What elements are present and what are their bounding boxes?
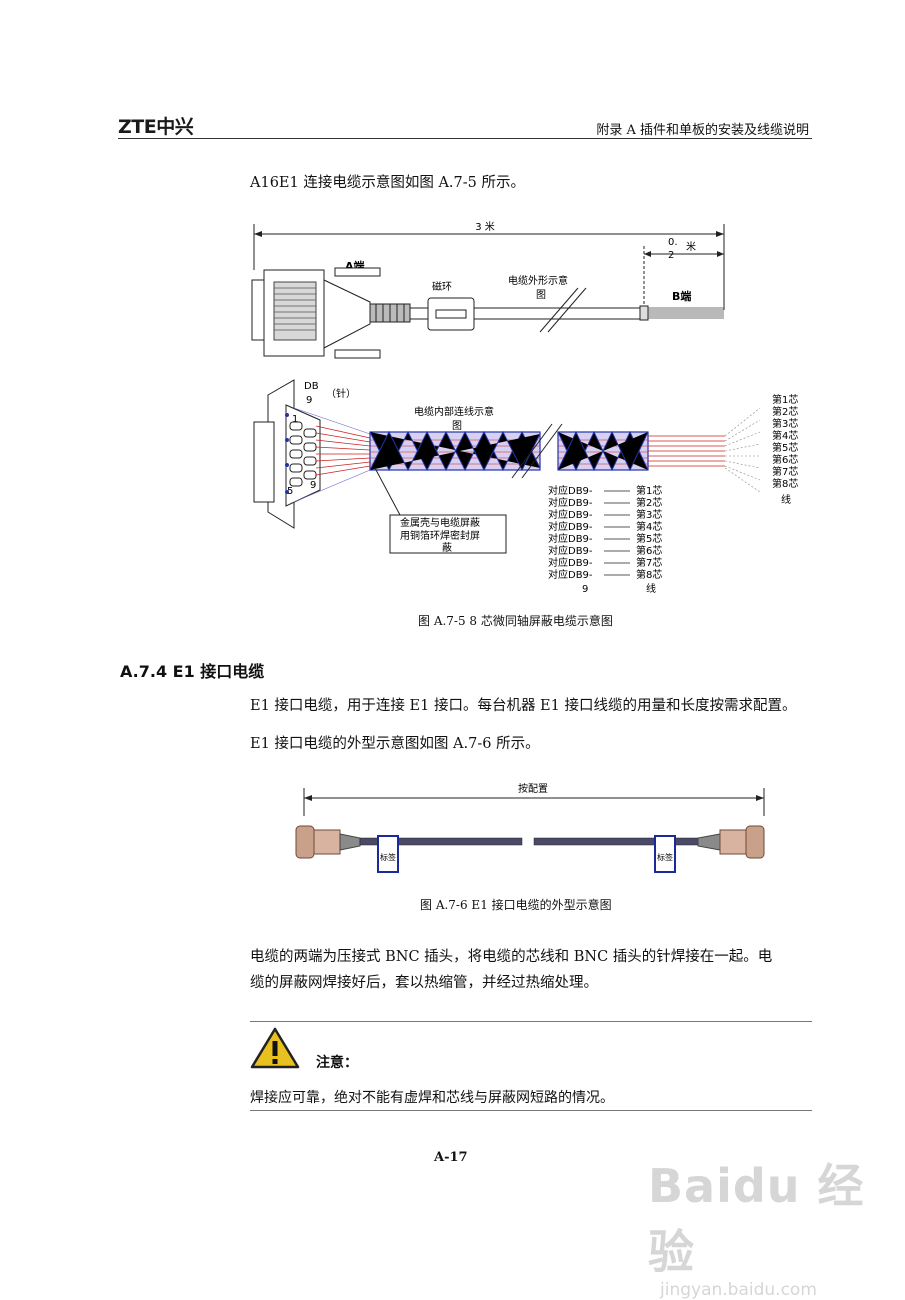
db9-label-a: DB <box>304 381 319 392</box>
cable-shape-label: 电缆外形示意 <box>508 274 568 287</box>
map-right: 第3芯 <box>636 508 662 521</box>
shell-note: 用铜箔环焊密封屏 <box>400 529 480 542</box>
note-label: 注意： <box>316 1055 358 1071</box>
core-label: 第1芯 <box>772 393 798 406</box>
para3-line1: 电缆的两端为压接式 BNC 插头，将电缆的芯线和 BNC 插头的针焊接在一起。电 <box>250 949 773 965</box>
para1: E1 接口电缆，用于连接 E1 接口。每台机器 E1 接口线缆的用量和长度按需求… <box>250 698 797 714</box>
length-tail-a: 0. <box>668 237 678 248</box>
tag-right: 标签 <box>657 852 673 862</box>
tag-left: 标签 <box>380 852 396 862</box>
map-right: 第1芯 <box>636 484 662 497</box>
db9-label-b: 9 <box>306 395 312 406</box>
map-right: 第8芯 <box>636 568 662 581</box>
figure-e1-cable: 按配置 标签 标签 <box>295 782 765 873</box>
map-left: 对应DB9- <box>548 496 593 509</box>
core-label: 第6芯 <box>772 453 798 466</box>
para2: E1 接口电缆的外型示意图如图 A.7-6 所示。 <box>250 736 540 752</box>
map-left: 对应DB9- <box>548 532 593 545</box>
core-label-tail: 线 <box>781 493 791 506</box>
map-left: 对应DB9- <box>548 544 593 557</box>
header-rule <box>118 138 812 139</box>
section-heading: A.7.4 E1 接口电缆 <box>120 662 265 681</box>
map-left: 对应DB9- <box>548 568 593 581</box>
watermark-url: jingyan.baidu.com <box>660 1280 817 1300</box>
core-label: 第5芯 <box>772 441 798 454</box>
length-tail-c: 2 <box>668 250 674 261</box>
watermark-brand: Baidu 经验 <box>648 1159 865 1279</box>
internal-label-a: 电缆内部连线示意 <box>414 405 494 418</box>
intro-text: A16E1 连接电缆示意图如图 A.7-5 所示。 <box>250 175 525 191</box>
core-label: 第4芯 <box>772 429 798 442</box>
para3-line2: 缆的屏蔽网焊接好后，套以热缩管，并经过热缩处理。 <box>250 975 598 991</box>
length-tail-b: 米 <box>686 240 696 253</box>
figure1-caption: 图 A.7-5 8 芯微同轴屏蔽电缆示意图 <box>418 614 613 628</box>
map-left: 对应DB9- <box>548 556 593 569</box>
page-number: A-17 <box>434 1150 468 1165</box>
internal-label-b: 图 <box>452 420 462 432</box>
end-b-label: B端 <box>672 289 691 303</box>
core-label: 第7芯 <box>772 465 798 478</box>
header-title: 附录 A 插件和单板的安装及线缆说明 <box>596 123 809 138</box>
ferrite-label: 磁环 <box>432 280 452 293</box>
map-right-tail: 线 <box>646 582 656 595</box>
note-text: 焊接应可靠，绝对不能有虚焊和芯线与屏蔽网短路的情况。 <box>250 1090 614 1106</box>
length-total: 3 米 <box>475 220 495 233</box>
map-left: 对应DB9- <box>548 484 593 497</box>
length-label: 按配置 <box>518 782 548 795</box>
baidu-watermark: Baidu 经验 jingyan.baidu.com <box>648 1150 905 1300</box>
core-label: 第2芯 <box>772 405 798 418</box>
map-left: 对应DB9- <box>548 508 593 521</box>
shell-note: 金属壳与电缆屏蔽 <box>400 516 480 529</box>
map-left: 对应DB9- <box>548 520 593 533</box>
map-right: 第7芯 <box>636 556 662 569</box>
map-right: 第6芯 <box>636 544 662 557</box>
map-right: 第4芯 <box>636 520 662 533</box>
map-left-tail: 9 <box>582 584 588 595</box>
pin-9-label: 9 <box>310 480 316 491</box>
pin-1-label: 1 <box>292 414 298 425</box>
pin-5-label: 5 <box>287 486 293 497</box>
zte-logo: ZTE中兴 <box>118 116 194 138</box>
warning-icon <box>250 1027 300 1069</box>
figure2-caption: 图 A.7-6 E1 接口电缆的外型示意图 <box>420 898 612 912</box>
note-bottom-rule <box>250 1110 812 1111</box>
core-label: 第3芯 <box>772 417 798 430</box>
map-right: 第5芯 <box>636 532 662 545</box>
core-label: 第8芯 <box>772 477 798 490</box>
shell-note: 蔽 <box>442 542 452 554</box>
cable-shape-label-2: 图 <box>536 289 546 301</box>
map-right: 第2芯 <box>636 496 662 509</box>
note-top-rule <box>250 1021 812 1022</box>
db9-label-c: （针） <box>326 387 356 400</box>
figure-cable-diagram: 3 米 0. 米 2 A端 磁环 电缆外形示意 图 B端 DB 9 （针） <box>251 220 798 595</box>
